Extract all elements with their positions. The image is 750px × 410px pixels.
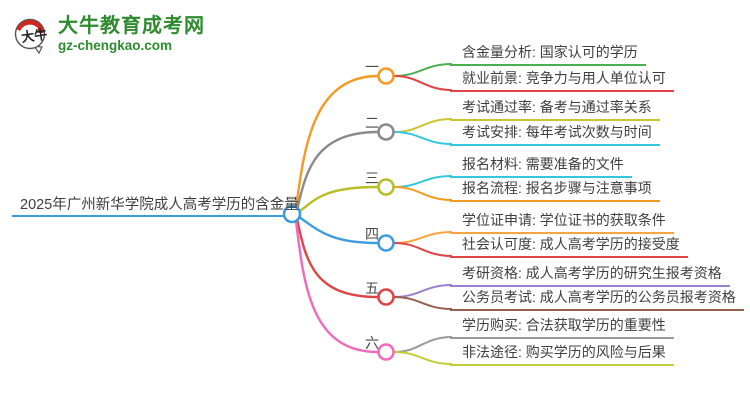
branch-label-4: 四 — [365, 226, 379, 242]
subtopic-5-1: 考研资格: 成人高考学历的研究生报考资格 — [450, 263, 730, 287]
branch-node-6 — [377, 343, 395, 361]
sub-line-2-2 — [393, 131, 453, 145]
branch-label-1: 一 — [365, 59, 379, 75]
site-name: 大牛教育成考网 — [58, 15, 205, 37]
logo-icon: 大牛 — [14, 18, 48, 54]
branch-line-3 — [298, 185, 379, 213]
branch-line-6 — [294, 220, 379, 354]
root-topic: 2025年广州新华学院成人高考学历的含金量 — [12, 197, 299, 217]
sub-line-6-1 — [393, 336, 453, 353]
subtopic-1-2: 就业前景: 竞争力与用人单位认可 — [450, 68, 674, 92]
subtopic-2-1: 考试通过率: 备考与通过率关系 — [450, 97, 660, 121]
root-node — [282, 204, 302, 224]
branch-node-3 — [377, 178, 395, 196]
branch-line-2 — [295, 130, 379, 211]
branch-node-1 — [377, 67, 395, 85]
logo-icon-text: 大牛 — [20, 26, 48, 44]
sub-line-5-2 — [393, 296, 453, 310]
subtopic-4-1: 学位证申请: 学位证书的获取条件 — [450, 210, 674, 234]
branch-node-5 — [377, 288, 395, 306]
sub-line-1-1 — [393, 63, 453, 77]
subtopic-5-2: 公务员考试: 成人高考学历的公务员报考资格 — [450, 287, 744, 311]
sub-line-3-2 — [393, 186, 453, 201]
branch-label-6: 六 — [365, 335, 379, 351]
branch-line-1 — [294, 74, 379, 209]
sub-line-6-2 — [393, 351, 453, 365]
subtopic-3-1: 报名材料: 需要准备的文件 — [450, 154, 632, 178]
subtopic-2-2: 考试安排: 每年考试次数与时间 — [450, 122, 660, 146]
branch-label-5: 五 — [365, 280, 379, 296]
branch-node-4 — [377, 234, 395, 252]
branch-line-5 — [295, 218, 379, 299]
subtopic-6-2: 非法途径: 购买学历的风险与后果 — [450, 342, 674, 366]
sub-line-3-1 — [393, 175, 453, 188]
site-url: gz-chengkao.com — [58, 38, 173, 53]
branch-label-2: 二 — [365, 115, 379, 131]
branch-label-3: 三 — [365, 170, 379, 186]
site-logo: 大牛 大牛教育成考网 gz-chengkao.com — [12, 14, 205, 54]
branch-node-2 — [377, 123, 395, 141]
sub-line-4-2 — [393, 242, 453, 257]
subtopic-6-1: 学历购买: 合法获取学历的重要性 — [450, 315, 674, 339]
sub-line-1-2 — [393, 75, 453, 91]
sub-line-2-1 — [393, 118, 453, 133]
sub-line-5-1 — [393, 284, 453, 298]
subtopic-4-2: 社会认可度: 成人高考学历的接受度 — [450, 234, 688, 258]
subtopic-3-2: 报名流程: 报名步骤与注意事项 — [450, 178, 660, 202]
branch-line-4 — [298, 216, 379, 245]
subtopic-1-1: 含金量分析: 国家认可的学历 — [450, 42, 646, 66]
sub-line-4-1 — [393, 231, 453, 244]
